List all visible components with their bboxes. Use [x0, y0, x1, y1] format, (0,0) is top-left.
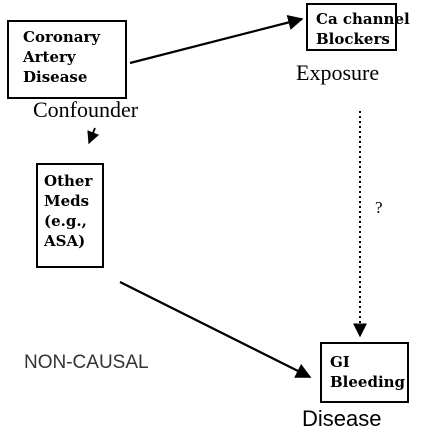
edge-other-meds-to-gi-bleeding [119, 281, 312, 378]
node-text-line: Artery [23, 48, 76, 66]
node-text-line: (e.g., [44, 212, 87, 230]
node-text-line: Bleeding [330, 373, 406, 391]
node-text-line: Disease [23, 68, 88, 86]
non-causal-label: NON-CAUSAL [24, 352, 149, 373]
node-other-meds: Other Meds (e.g., ASA) [36, 163, 104, 268]
node-text-line: Ca channel [316, 10, 410, 28]
node-text-line: Coronary [23, 28, 101, 46]
confounder-label: Confounder [33, 97, 139, 122]
edge-cad-to-ccb [129, 14, 304, 65]
disease-label: Disease [302, 406, 382, 431]
question-mark-label: ? [375, 198, 383, 217]
node-coronary-artery-disease: Coronary Artery Disease [7, 20, 127, 99]
node-text-line: Blockers [316, 30, 390, 48]
node-text-line: Other [44, 172, 93, 190]
edge-cad-to-other-meds [87, 127, 100, 145]
node-text-line: Meds [44, 192, 90, 210]
node-gi-bleeding: GI Bleeding [320, 342, 409, 403]
node-text-line: ASA) [44, 232, 86, 250]
node-ca-channel-blockers: Ca channel Blockers [306, 3, 410, 51]
node-text-line: GI [330, 353, 350, 371]
exposure-label: Exposure [296, 60, 380, 85]
